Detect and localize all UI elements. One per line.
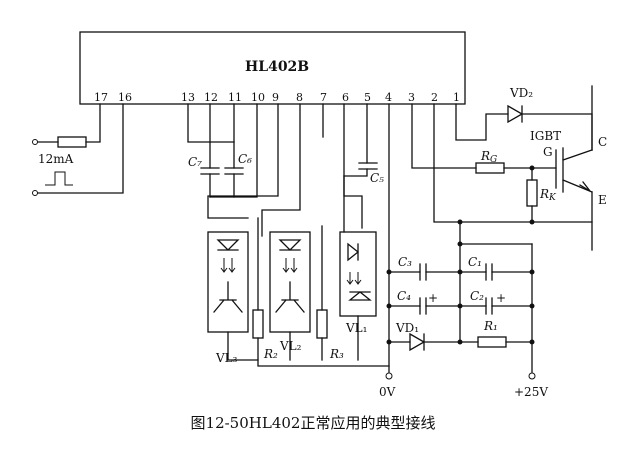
r2-label: R₂ bbox=[263, 347, 278, 361]
ground-terminal bbox=[385, 372, 393, 380]
vd2-label: VD₂ bbox=[509, 86, 533, 100]
pin-16: 16 bbox=[118, 91, 132, 104]
r3-label: R₃ bbox=[329, 347, 344, 361]
pin-4: 4 bbox=[385, 91, 392, 104]
igbt-gate-label: G bbox=[543, 145, 553, 159]
figure-caption: 图12-50HL402正常应用的典型接线 bbox=[190, 414, 436, 432]
optocoupler-vl1: VL₁ bbox=[339, 231, 377, 361]
c2-plus: + bbox=[496, 291, 506, 305]
capacitor-c5: C₅ bbox=[343, 103, 384, 233]
c1-label: C₁ bbox=[468, 255, 482, 269]
pin-1: 1 bbox=[453, 91, 460, 104]
pin-13: 13 bbox=[181, 91, 195, 104]
resistor-rk: RK bbox=[526, 165, 557, 225]
filter-capacitors: C₃ C₄ + C₁ C₂ + bbox=[386, 255, 533, 315]
c4-label: C₄ bbox=[397, 289, 411, 303]
supply-rail: +25V bbox=[514, 243, 548, 399]
input-resistor bbox=[57, 136, 87, 148]
pin-5: 5 bbox=[364, 91, 371, 104]
diode-vd1: VD₁ bbox=[386, 321, 479, 352]
ground-label: 0V bbox=[379, 385, 396, 399]
wire-pin3 bbox=[411, 103, 477, 169]
wire-pin9 bbox=[207, 103, 279, 219]
resistor-r1: R₁ bbox=[457, 319, 533, 348]
c7-label: C₇ bbox=[188, 155, 202, 169]
wire-pin2 bbox=[433, 103, 593, 223]
vl1-label: VL₁ bbox=[345, 321, 367, 335]
vd1-label: VD₁ bbox=[395, 321, 419, 335]
c5-label: C₅ bbox=[370, 171, 384, 185]
wire-pin6 bbox=[343, 103, 363, 229]
c3-label: C₃ bbox=[398, 255, 412, 269]
wire-pin1 bbox=[455, 103, 509, 141]
optocoupler-vl2: VL₂ bbox=[269, 231, 311, 361]
vl2-label: VL₂ bbox=[279, 339, 302, 353]
pin-10: 10 bbox=[251, 91, 265, 104]
c4-plus: + bbox=[428, 291, 438, 305]
pin-6: 6 bbox=[342, 91, 349, 104]
ground-rail: 0V bbox=[379, 103, 396, 399]
hl402b-chip bbox=[79, 31, 466, 105]
c6-label: C₆ bbox=[238, 152, 252, 166]
input-terminal-top bbox=[32, 139, 38, 145]
input-terminal-bottom bbox=[32, 190, 38, 196]
c2-label: C₂ bbox=[470, 289, 484, 303]
pin-12: 12 bbox=[204, 91, 218, 104]
igbt-collector-label: C bbox=[598, 135, 607, 149]
supply-terminal bbox=[528, 372, 536, 380]
optocoupler-vl3: VL₃ bbox=[207, 231, 259, 365]
resistor-r2: R₂ bbox=[252, 217, 390, 367]
rg-label: RG bbox=[480, 149, 497, 165]
igbt: IGBT G C E bbox=[530, 85, 607, 251]
r1-label: R₁ bbox=[483, 319, 498, 333]
wire-pin8 bbox=[261, 103, 301, 237]
pin-labels: 17 16 13 12 11 10 9 8 7 6 5 4 3 2 1 bbox=[94, 91, 460, 104]
pin-8: 8 bbox=[296, 91, 303, 104]
igbt-label: IGBT bbox=[530, 129, 561, 143]
input-section: 12mA bbox=[32, 103, 124, 196]
pin-9: 9 bbox=[272, 91, 279, 104]
pulse-symbol bbox=[45, 171, 73, 186]
supply-label: +25V bbox=[514, 385, 548, 399]
input-current-label: 12mA bbox=[38, 152, 74, 166]
pin-2: 2 bbox=[431, 91, 438, 104]
resistor-r3: R₃ bbox=[316, 225, 344, 361]
vl3-label: VL₃ bbox=[215, 351, 238, 365]
rk-label: RK bbox=[539, 187, 557, 203]
igbt-emitter-label: E bbox=[598, 193, 607, 207]
capacitor-c6: C₆ bbox=[209, 103, 258, 198]
pin-17: 17 bbox=[94, 91, 108, 104]
pin-7: 7 bbox=[320, 91, 327, 104]
pin-11: 11 bbox=[228, 91, 242, 104]
pin-3: 3 bbox=[408, 91, 415, 104]
capacitor-c7: C₇ bbox=[187, 103, 235, 198]
chip-name: HL402B bbox=[245, 59, 309, 75]
